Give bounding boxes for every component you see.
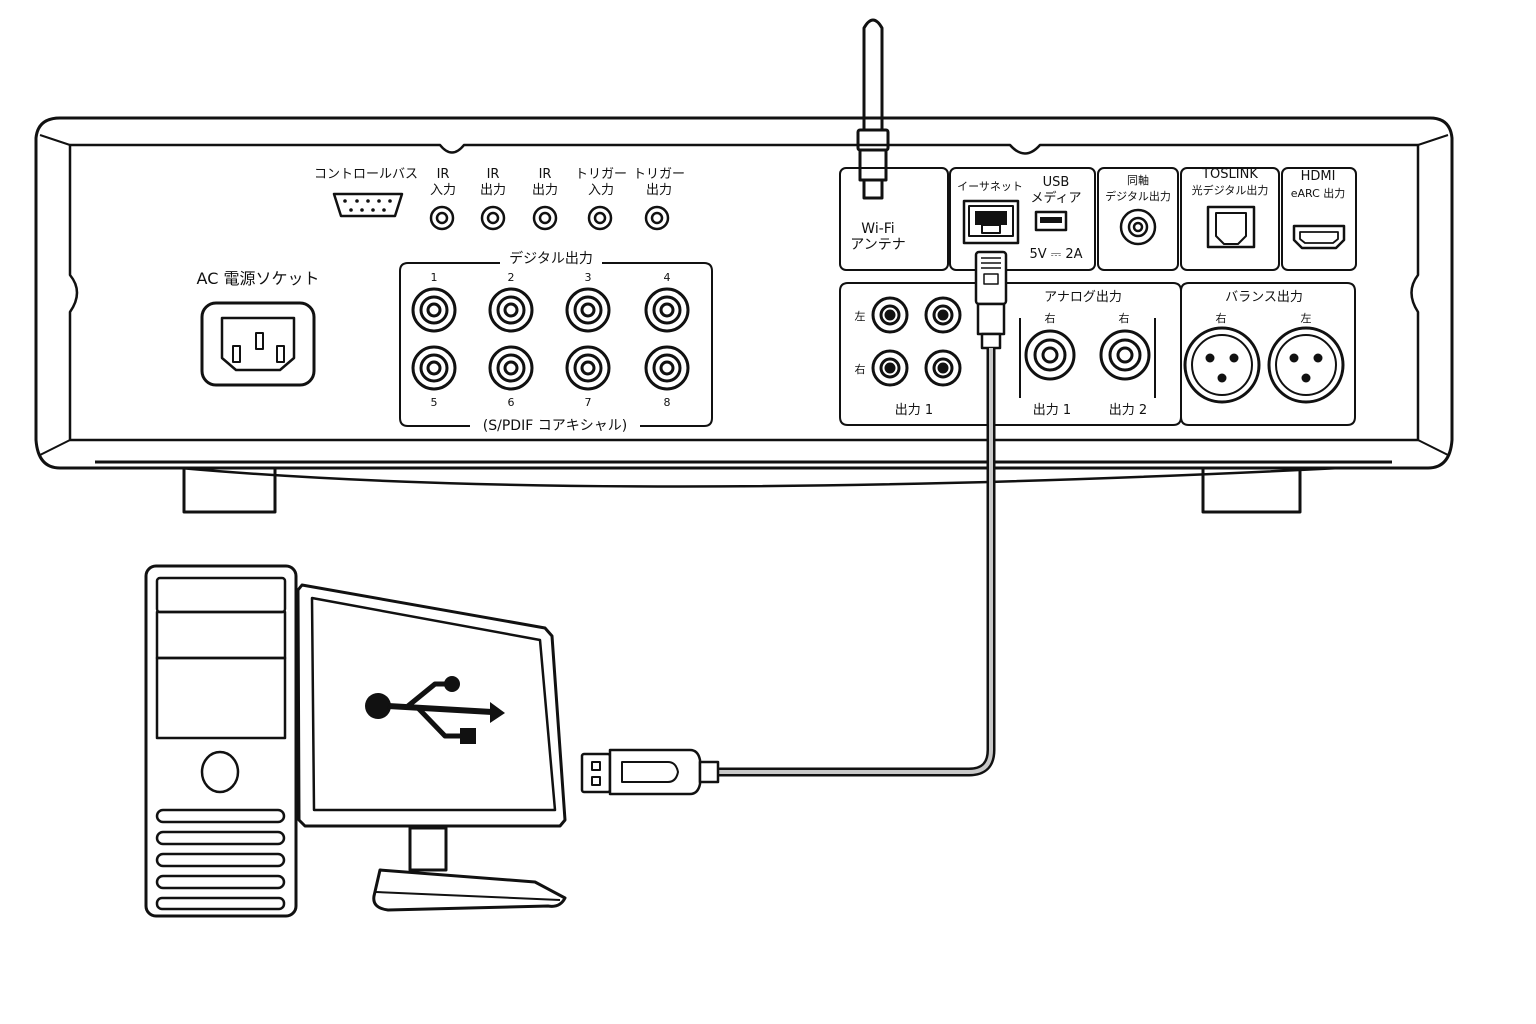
label-control-bus: コントロールバス (314, 167, 418, 182)
digital-output-frame (399, 262, 713, 427)
label-right: 右 (855, 362, 866, 376)
digital-port-number: 4 (664, 271, 671, 284)
label-ac-socket: AC 電源ソケット (197, 269, 320, 288)
toslink-port (1206, 205, 1256, 249)
panel-labels: コントロールバス IR 入力 IR 出力 IR 出力 トリガー 入力 トリガー … (197, 167, 1346, 434)
label-earc-out: eARC 出力 (1291, 186, 1346, 200)
digital-port-number: 5 (431, 396, 438, 409)
analog-output-frame (839, 282, 1182, 426)
label-spdif: (S/PDIF コアキシャル) (483, 418, 627, 434)
label-ir-out-b-1: IR (539, 167, 552, 182)
label-antenna: アンテナ (850, 237, 905, 253)
label-analog-output: アナログ出力 (1044, 290, 1122, 305)
label-left: 左 (1301, 312, 1312, 325)
usb-symbol-icon (365, 676, 505, 744)
label-balanced-output: バランス出力 (1225, 290, 1303, 305)
label-trigger-in-2: 入力 (588, 183, 614, 198)
label-ir-out-a-1: IR (487, 167, 500, 182)
ethernet-cable-plug (974, 250, 1008, 350)
analog-output-jacks (1024, 329, 1151, 381)
coaxial-port (1119, 208, 1157, 246)
label-output-1: 出力 1 (1033, 403, 1071, 418)
ir-trigger-jacks (429, 205, 670, 231)
ethernet-port (962, 199, 1020, 245)
device-rear-panel (34, 116, 1454, 514)
label-media: メディア (1030, 190, 1081, 206)
xlr-jacks (1183, 326, 1345, 404)
ac-power-socket (200, 301, 316, 387)
foot-right (1201, 468, 1302, 514)
label-ir-out-b-2: 出力 (532, 183, 558, 198)
hdmi-port (1292, 224, 1346, 250)
label-ethernet: イーサネット (957, 180, 1023, 193)
foot-left (182, 468, 277, 514)
usb-a-plug (580, 748, 720, 796)
label-right: 右 (1216, 311, 1227, 325)
digital-port-number: 2 (508, 271, 515, 284)
digital-output-jacks (411, 287, 690, 391)
label-usb: USB (1043, 175, 1070, 190)
label-trigger-in-1: トリガー (575, 167, 627, 182)
label-output-2: 出力 2 (1109, 403, 1147, 418)
label-wifi: Wi-Fi (861, 221, 894, 237)
usb-media-port (1034, 210, 1068, 232)
label-output-1: 出力 1 (895, 403, 933, 418)
digital-port-number: 8 (664, 396, 671, 409)
label-ir-out-a-2: 出力 (480, 183, 506, 198)
top-row-modules (839, 167, 1357, 271)
digital-port-number: 6 (508, 396, 515, 409)
wifi-antenna (856, 18, 890, 200)
digital-port-number: 1 (431, 271, 438, 284)
label-trigger-out-1: トリガー (633, 167, 685, 182)
output-1-jacks (871, 296, 962, 387)
label-ir-in-1: IR (437, 167, 450, 182)
label-usb-power: 5V ⎓ 2A (1030, 247, 1083, 262)
balanced-output-frame (1180, 282, 1356, 426)
control-bus-port (332, 192, 404, 218)
label-coaxial: 同軸 (1127, 173, 1149, 187)
computer-monitor (296, 583, 567, 912)
cable (718, 348, 996, 777)
label-right: 右 (1119, 311, 1130, 325)
label-left: 左 (855, 310, 866, 323)
label-toslink: TOSLINK (1201, 167, 1258, 182)
label-digital-output: デジタル出力 (509, 250, 593, 267)
label-optical-digital-out: 光デジタル出力 (1192, 183, 1269, 197)
label-hdmi: HDMI (1301, 169, 1336, 184)
computer-tower (144, 564, 298, 918)
label-trigger-out-2: 出力 (646, 183, 672, 198)
label-coax-digital-out: デジタル出力 (1105, 189, 1171, 203)
label-ir-in-2: 入力 (430, 183, 456, 198)
label-right: 右 (1045, 311, 1056, 325)
digital-port-number: 3 (585, 271, 592, 284)
digital-port-number: 7 (585, 396, 592, 409)
